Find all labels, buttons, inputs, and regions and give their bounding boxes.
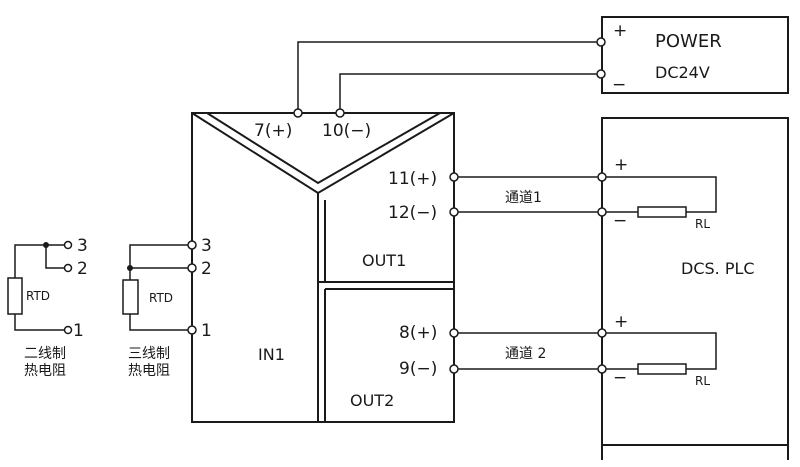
label-out2-pos: 8(+) bbox=[399, 323, 437, 343]
rtd2-caption-1: 二线制 bbox=[24, 346, 66, 362]
terminal-7 bbox=[293, 108, 303, 118]
terminal-in-2 bbox=[187, 263, 197, 273]
rtd3-label: RTD bbox=[149, 291, 173, 305]
terminal-8 bbox=[449, 328, 459, 338]
terminal-in-1 bbox=[187, 325, 197, 335]
label-out1: OUT1 bbox=[362, 251, 406, 270]
rtd3-caption-2: 热电阻 bbox=[128, 363, 170, 379]
rtd3-caption-1: 三线制 bbox=[128, 346, 170, 362]
dcs-plc-box: DCS. PLC bbox=[601, 117, 789, 460]
terminal-in-3 bbox=[187, 240, 197, 250]
power-label: POWER bbox=[655, 31, 722, 52]
rtd2-caption-2: 热电阻 bbox=[24, 363, 66, 379]
power-terminal-neg bbox=[596, 69, 606, 79]
power-voltage: DC24V bbox=[655, 63, 710, 82]
rtd2-terminal-3: 3 bbox=[77, 236, 88, 256]
channel-2-label: 通道 2 bbox=[505, 346, 546, 362]
ch2-minus: − bbox=[613, 368, 627, 388]
label-supply-pos: 7(+) bbox=[254, 121, 292, 141]
power-wires bbox=[297, 41, 597, 110]
terminal-11 bbox=[449, 172, 459, 182]
rtd2-terminal-1: 1 bbox=[73, 321, 84, 341]
terminal-10 bbox=[335, 108, 345, 118]
in-terminal-3-label: 3 bbox=[201, 236, 212, 256]
terminal-9 bbox=[449, 364, 459, 374]
power-minus: − bbox=[612, 75, 626, 95]
channel-1-loop: 通道1 + − RL bbox=[458, 155, 717, 231]
power-terminal-pos bbox=[596, 37, 606, 47]
in-terminal-1-label: 1 bbox=[201, 321, 212, 341]
plc-label: DCS. PLC bbox=[681, 259, 755, 278]
terminal-12 bbox=[449, 207, 459, 217]
ch2-load-label: RL bbox=[695, 374, 710, 388]
label-out2: OUT2 bbox=[350, 391, 394, 410]
power-supply-box: POWER DC24V + − bbox=[596, 16, 789, 95]
ch1-minus: − bbox=[613, 211, 627, 231]
label-out2-neg: 9(−) bbox=[399, 359, 437, 379]
label-in1: IN1 bbox=[258, 345, 285, 364]
ch2-plus: + bbox=[614, 312, 628, 332]
rtd2-terminal-2: 2 bbox=[77, 259, 88, 279]
channel-2-loop: 通道 2 + − RL bbox=[458, 312, 717, 388]
two-wire-rtd: 3 2 1 RTD 二线制 热电阻 bbox=[7, 236, 88, 379]
label-out1-neg: 12(−) bbox=[388, 203, 437, 223]
ch1-load-label: RL bbox=[695, 217, 710, 231]
three-wire-rtd: RTD 三线制 热电阻 bbox=[122, 244, 188, 379]
ch1-plus: + bbox=[614, 155, 628, 175]
rtd2-label: RTD bbox=[26, 289, 50, 303]
converter-module bbox=[191, 112, 455, 423]
label-out1-pos: 11(+) bbox=[388, 169, 437, 189]
in-terminal-2-label: 2 bbox=[201, 259, 212, 279]
power-plus: + bbox=[613, 21, 627, 41]
label-supply-neg: 10(−) bbox=[322, 121, 371, 141]
channel-1-label: 通道1 bbox=[505, 190, 542, 206]
